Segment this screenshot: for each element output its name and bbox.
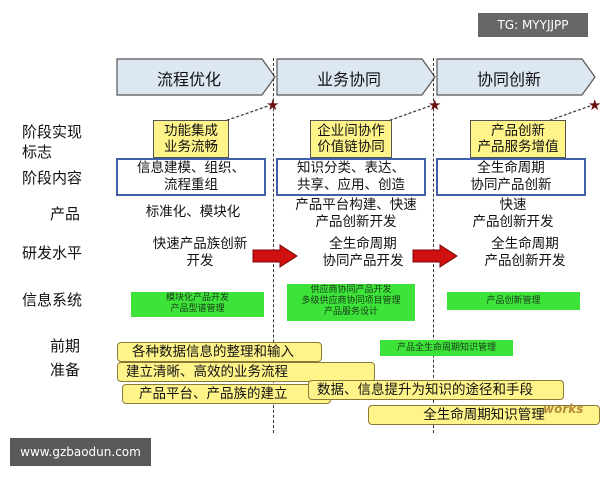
progression-arrow-icon xyxy=(412,244,458,268)
info-system-bar: 模块化产品开发产品型谱管理 xyxy=(131,292,264,317)
prep-item: 数据、信息提升为知识的途径和手段 xyxy=(308,380,564,400)
watermark-bottom-left: www.gzbaodun.com xyxy=(10,438,151,466)
info-system-bar: 产品创新管理 xyxy=(447,292,580,310)
star-icon: ★ xyxy=(588,96,600,114)
content-text: 全生命周期协同产品创新 xyxy=(470,160,552,193)
prep-item: 各种数据信息的整理和输入 xyxy=(117,342,322,362)
product-text: 快速产品创新开发 xyxy=(472,197,554,230)
prep-item: 产品平台、产品族的建立 xyxy=(122,384,331,404)
progression-arrow-icon xyxy=(252,244,298,268)
phase-divider-1 xyxy=(273,58,274,433)
product-text: 产品平台构建、快速产品创新开发 xyxy=(295,197,417,230)
phase-arrow-2: 业务协同 xyxy=(276,58,436,96)
info-system-bar: 产品全生命周期知识管理 xyxy=(380,340,513,356)
milestone-box: 企业间协作价值链协同 xyxy=(310,120,392,158)
milestone-connectors xyxy=(221,105,591,123)
rd-level-text: 全生命周期协同产品开发 xyxy=(322,236,404,269)
content-text: 知识分类、表达、共享、应用、创造 xyxy=(297,160,405,193)
watermark-top-right: TG: MYYJJPP xyxy=(478,13,588,37)
star-icon: ★ xyxy=(428,96,442,114)
star-icon: ★ xyxy=(266,96,280,114)
info-system-bar: 供应商协同产品开发多级供应商协同项目管理产品服务设计 xyxy=(287,284,415,321)
product-text: 标准化、模块化 xyxy=(145,204,241,220)
row-label-prep: 前期准备 xyxy=(50,337,81,379)
content-box xyxy=(436,158,586,196)
software-logo: works xyxy=(543,402,584,416)
content-text: 信息建模、组织、流程重组 xyxy=(137,160,245,193)
rd-level-text: 全生命周期产品创新开发 xyxy=(484,236,566,269)
content-box xyxy=(116,158,266,196)
prep-item: 全生命周期知识管理 xyxy=(368,405,600,425)
row-label-content: 阶段内容 xyxy=(22,169,83,187)
phase-arrow-1: 流程优化 xyxy=(116,58,276,96)
phase-label: 协同创新 xyxy=(476,70,541,89)
milestone-box: 功能集成业务流畅 xyxy=(153,120,229,158)
phase-arrow-3: 协同创新 xyxy=(436,58,596,96)
prep-item: 建立清晰、高效的业务流程 xyxy=(117,362,375,382)
phase-label: 流程优化 xyxy=(156,70,221,89)
rd-level-text: 快速产品族创新开发 xyxy=(152,236,248,269)
phase-divider-2 xyxy=(433,58,434,433)
milestone-box: 产品创新产品服务增值 xyxy=(470,120,566,158)
row-label-info-system: 信息系统 xyxy=(22,291,83,309)
row-label-rd-level: 研发水平 xyxy=(22,244,83,262)
content-box xyxy=(276,158,426,196)
phase-label: 业务协同 xyxy=(316,70,381,89)
row-label-milestone: 阶段实现标志 xyxy=(22,123,83,161)
row-label-product: 产品 xyxy=(50,205,81,223)
